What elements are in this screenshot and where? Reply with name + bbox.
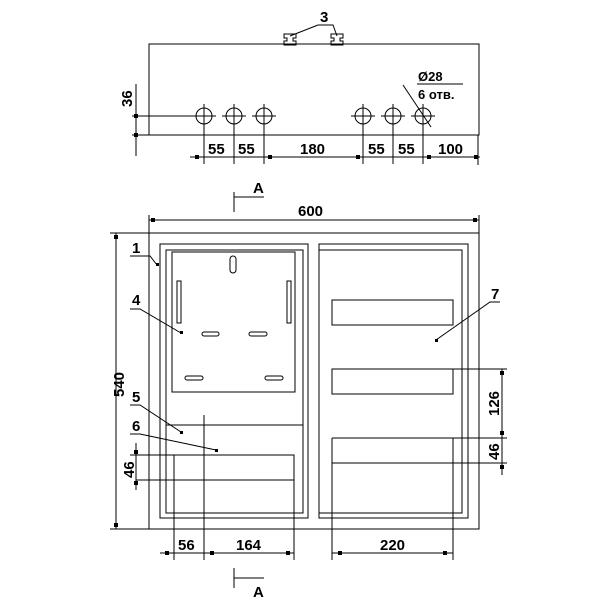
callout-7: 7 — [491, 286, 499, 303]
mounting-slots — [176, 255, 292, 381]
callout-1: 1 — [132, 240, 140, 257]
section-label-bottom: А — [253, 584, 264, 600]
section-marks — [233, 192, 264, 588]
din-rail-cover-1 — [331, 299, 454, 326]
din-rail-cover-2 — [331, 368, 454, 395]
dim-180: 180 — [300, 141, 325, 158]
dim-220: 220 — [380, 537, 405, 554]
callout-4: 4 — [132, 292, 141, 309]
hole-leader — [402, 83, 463, 128]
dim-600-line — [148, 215, 480, 233]
dim-600: 600 — [298, 203, 323, 220]
callout-3: 3 — [320, 9, 328, 26]
left-door-outer — [159, 243, 309, 519]
mount-bracket — [330, 33, 344, 46]
callout-6: 6 — [132, 418, 140, 435]
hole-diameter-label: Ø28 — [418, 69, 443, 84]
dim-540: 540 — [111, 372, 128, 397]
left-lower-section — [136, 415, 303, 560]
left-door-inner — [165, 249, 304, 514]
meter-panel — [171, 251, 296, 393]
front-view: А А 600 540 46 56 164 220 126 46 — [110, 180, 507, 600]
leader-line — [289, 24, 338, 37]
dimension-lines — [132, 84, 480, 158]
dim-100: 100 — [438, 141, 463, 158]
section-label-top: А — [253, 180, 264, 197]
dim-right-46: 46 — [486, 443, 503, 460]
dim-55: 55 — [368, 141, 385, 158]
right-door-inner — [318, 249, 463, 514]
hole-count-label: 6 отв. — [418, 87, 454, 102]
mount-brackets: 3 — [283, 9, 344, 46]
holes — [192, 104, 479, 165]
dim-55: 55 — [208, 141, 225, 158]
dim-36: 36 — [119, 90, 136, 107]
callout-leaders — [130, 255, 500, 451]
top-view: 3 Ø28 6 отв. 36 55 55 180 55 55 100 — [119, 9, 480, 165]
dim-540-line — [110, 232, 149, 530]
top-view-outline — [148, 43, 480, 136]
cabinet-body — [148, 232, 480, 530]
callout-5: 5 — [132, 389, 140, 406]
right-lower-section — [331, 368, 507, 560]
dim-55: 55 — [238, 141, 255, 158]
dim-126: 126 — [486, 391, 503, 416]
dim-left-46: 46 — [121, 461, 138, 478]
dim-164: 164 — [236, 537, 262, 554]
dim-56: 56 — [178, 537, 195, 554]
right-door-outer — [318, 243, 469, 519]
dim-55: 55 — [398, 141, 415, 158]
mount-bracket — [283, 33, 297, 46]
